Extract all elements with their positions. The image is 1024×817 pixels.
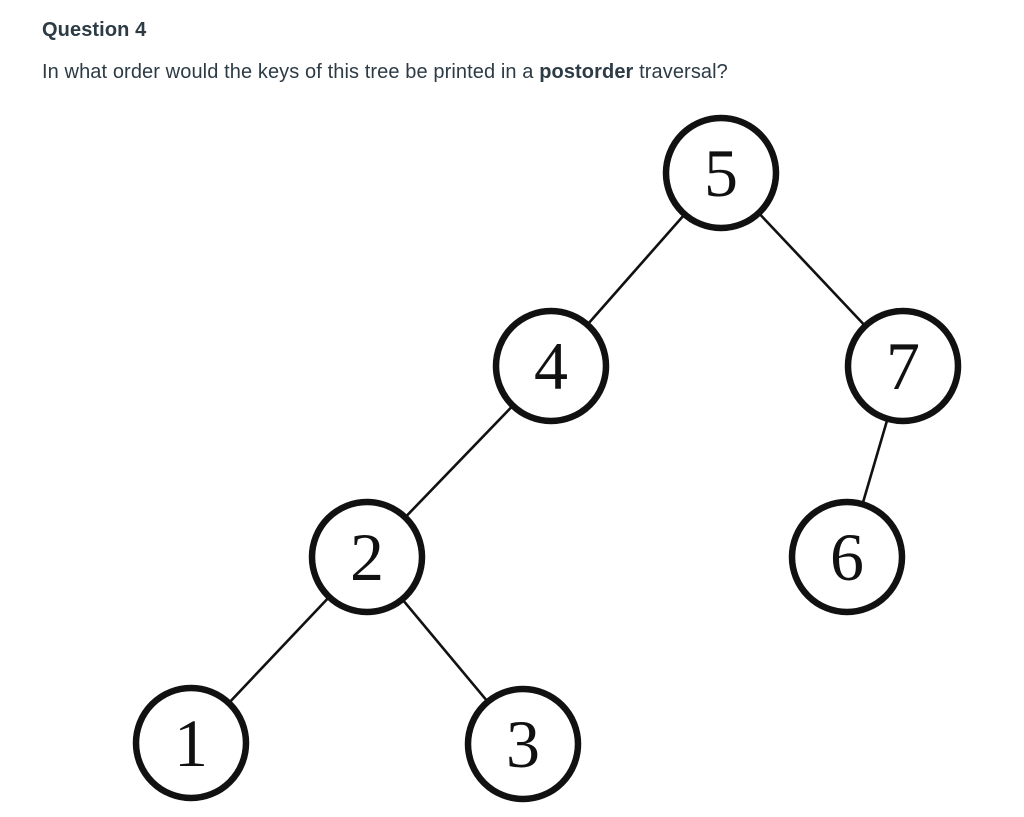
tree-node-3: 3: [464, 685, 582, 803]
tree-node-circle-4: [492, 307, 610, 425]
question-prompt: In what order would the keys of this tre…: [42, 61, 728, 84]
tree-node-7: 7: [844, 307, 962, 425]
tree-node-circle-6: [788, 498, 906, 616]
tree-node-label-6: 6: [830, 519, 864, 595]
prompt-text-suffix: traversal?: [633, 61, 728, 83]
tree-node-circle-3: [464, 685, 582, 803]
tree-node-circle-2: [308, 498, 426, 616]
tree-node-label-5: 5: [704, 135, 738, 211]
tree-node-5: 5: [662, 114, 780, 232]
tree-node-label-3: 3: [506, 706, 540, 782]
tree-node-label-1: 1: [174, 705, 208, 781]
tree-node-1: 1: [132, 684, 250, 802]
tree-node-circle-7: [844, 307, 962, 425]
tree-node-circle-1: [132, 684, 250, 802]
tree-node-label-4: 4: [534, 328, 568, 404]
tree-node-label-2: 2: [350, 519, 384, 595]
question-title: Question 4: [42, 19, 147, 41]
tree-node-label-7: 7: [886, 328, 920, 404]
tree-node-6: 6: [788, 498, 906, 616]
tree-node-2: 2: [308, 498, 426, 616]
prompt-keyword: postorder: [539, 61, 634, 83]
prompt-text-prefix: In what order would the keys of this tre…: [42, 61, 540, 83]
tree-node-4: 4: [492, 307, 610, 425]
tree-node-circle-5: [662, 114, 780, 232]
